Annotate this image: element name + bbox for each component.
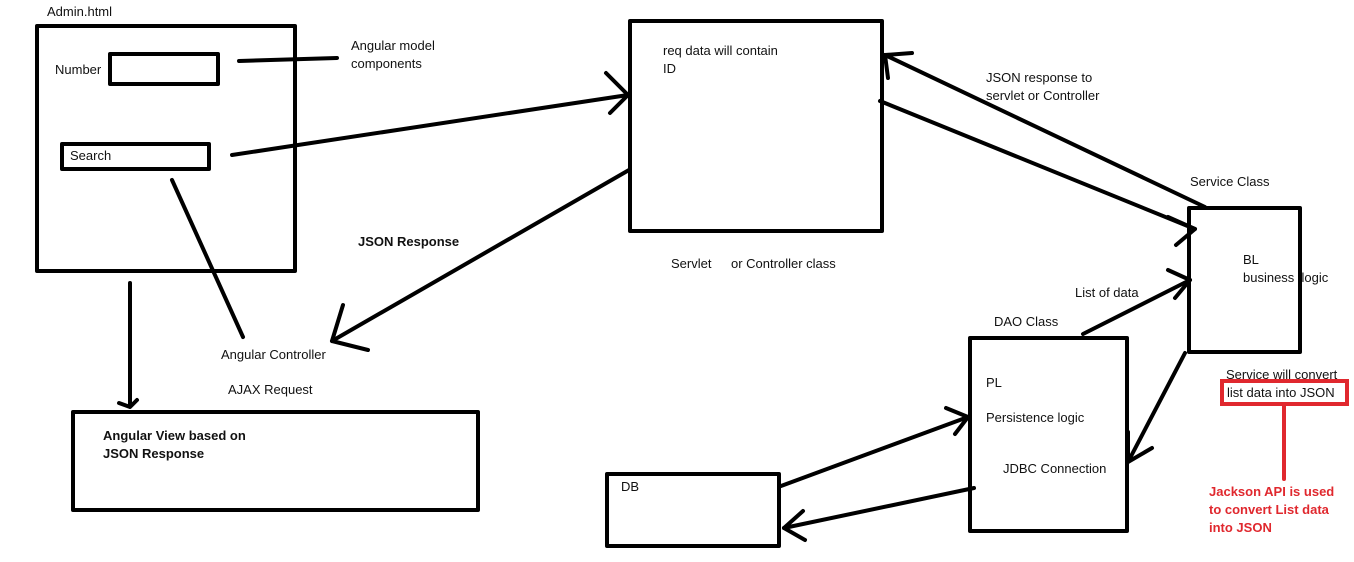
angular-view-box — [71, 410, 480, 512]
controller-class-caption: or Controller class — [731, 256, 836, 271]
json-response-label: JSON Response — [358, 234, 460, 249]
servlet-caption: Servlet — [671, 256, 712, 271]
angular-controller-label: Angular Controller — [221, 347, 326, 362]
search-to-servlet-arrowhead — [604, 71, 630, 115]
db-to-dao-arrowhead — [944, 406, 970, 436]
admin-to-view-arrowhead — [117, 398, 139, 409]
servlet-note: req data will contain ID — [663, 43, 778, 76]
db-label: DB — [621, 479, 640, 494]
dao-to-service-arrowhead — [1166, 268, 1192, 300]
jackson-note: Jackson API is used to convert List data… — [1209, 484, 1335, 535]
servlet-to-controller-arrow — [330, 168, 631, 343]
db-box — [605, 472, 781, 548]
service-to-dao-arrowhead — [1126, 430, 1154, 464]
number-label: Number — [55, 62, 102, 77]
servlet-box — [628, 19, 884, 233]
service-class-title: Service Class — [1190, 174, 1270, 189]
number-input-box[interactable] — [108, 52, 220, 86]
search-to-controller-line — [170, 178, 245, 339]
dao-pl-label: PL — [986, 375, 1002, 390]
search-label[interactable]: Search — [70, 148, 112, 163]
dao-to-service-arrow — [1081, 278, 1192, 336]
service-content: BL business logic — [1243, 252, 1329, 285]
dao-to-db-arrowhead — [782, 509, 807, 542]
service-to-dao-arrow — [1126, 351, 1187, 464]
service-convert-line1: Service will convert — [1226, 367, 1338, 382]
dao-box — [968, 336, 1129, 533]
dao-persistence-label: Persistence logic — [986, 410, 1085, 425]
model-components-label: Angular model components — [351, 38, 435, 71]
dao-class-title: DAO Class — [994, 314, 1059, 329]
db-to-dao-arrow — [779, 415, 970, 488]
servlet-to-service-arrow — [878, 99, 1197, 231]
admin-page-title: Admin.html — [47, 4, 113, 19]
list-of-data-label: List of data — [1075, 285, 1139, 300]
model-components-connector — [237, 56, 339, 63]
servlet-to-service-arrowhead — [1166, 215, 1197, 247]
dao-to-db-arrow — [782, 486, 976, 530]
service-to-servlet-arrowhead — [883, 51, 914, 80]
admin-page-box — [35, 24, 297, 273]
search-to-servlet-arrow — [230, 93, 630, 157]
dao-jdbc-label: JDBC Connection — [1003, 461, 1107, 476]
service-convert-line2: list data into JSON — [1227, 385, 1335, 400]
angular-view-label: Angular View based on JSON Response — [103, 428, 246, 461]
ajax-request-label: AJAX Request — [228, 382, 313, 397]
service-to-servlet-arrow — [883, 53, 1207, 209]
search-button-box[interactable] — [60, 142, 211, 171]
service-convert-highlight-box — [1220, 379, 1349, 406]
servlet-to-controller-arrowhead — [330, 303, 370, 352]
json-response-to-servlet-label: JSON response to servlet or Controller — [986, 70, 1100, 103]
